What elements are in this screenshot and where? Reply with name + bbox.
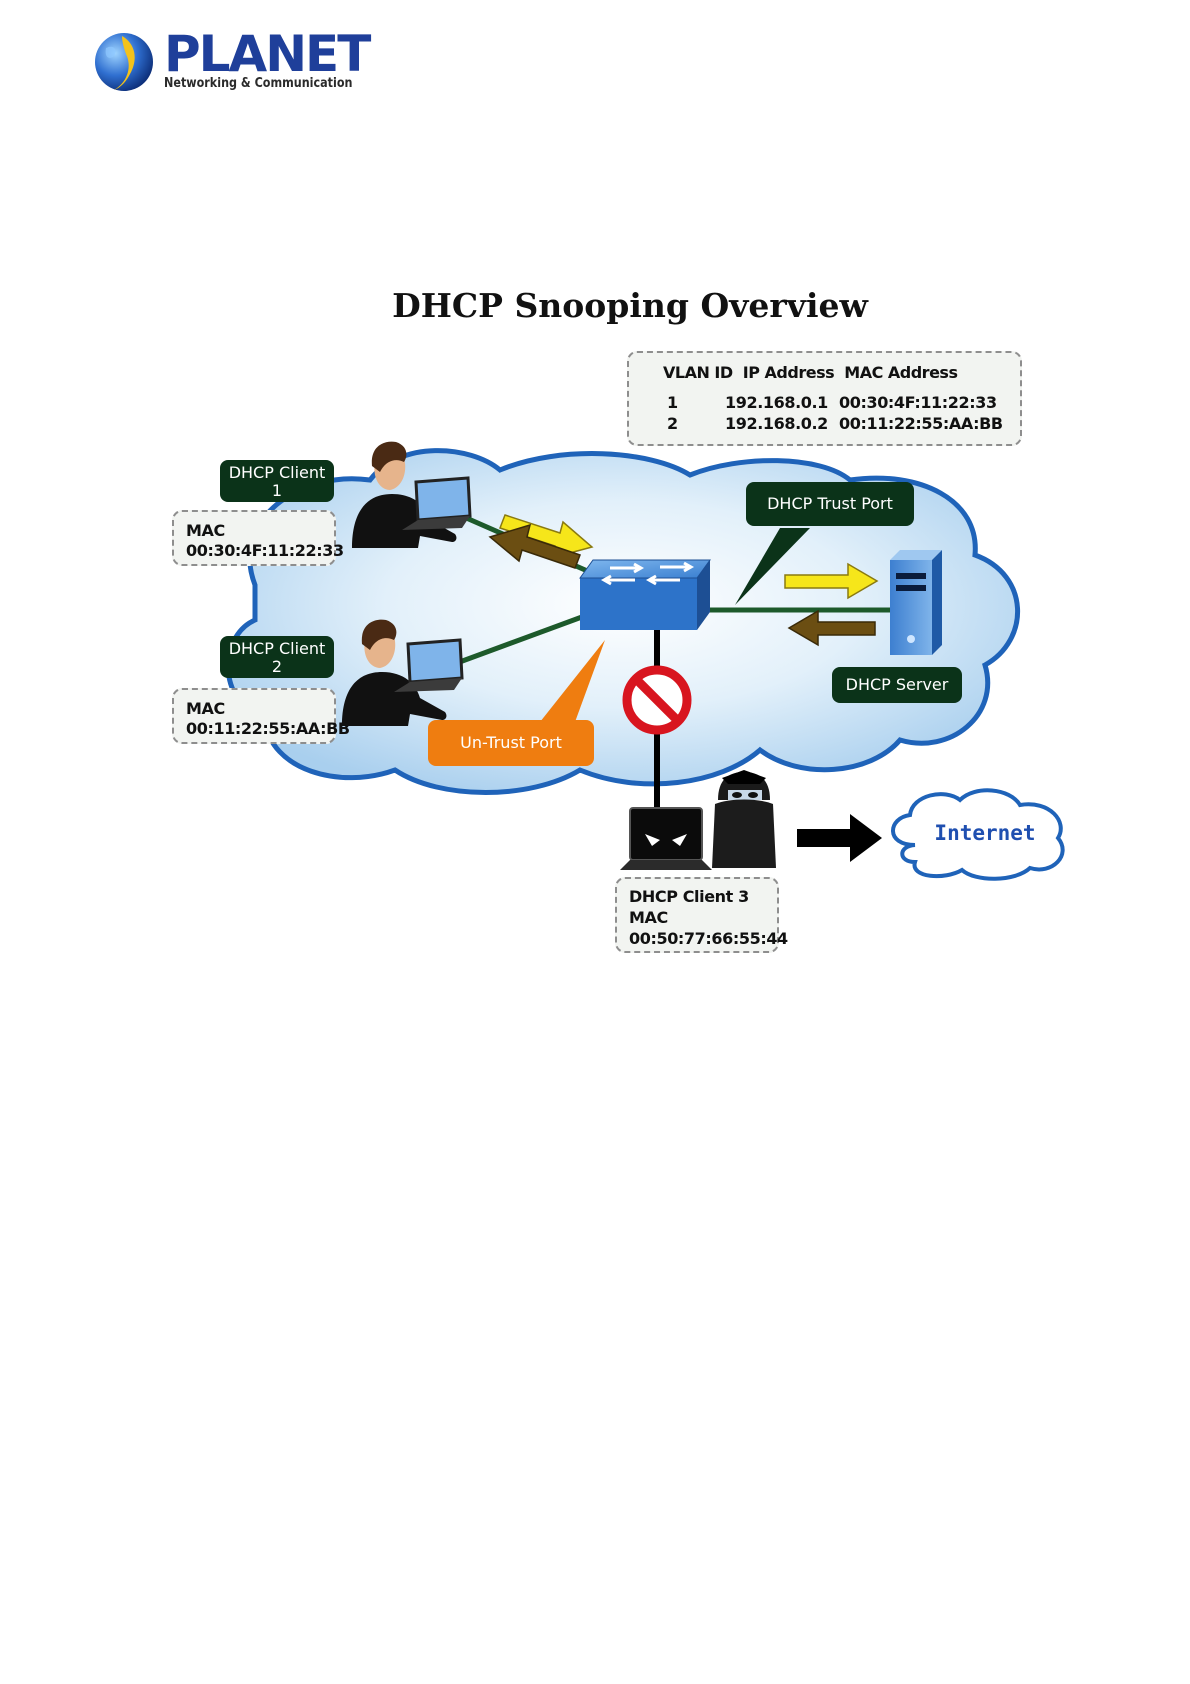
client3-mac-label: MAC	[629, 908, 668, 927]
planet-logo: PLANET Networking & Communication	[92, 24, 371, 96]
cell-vlan: 2	[667, 414, 678, 433]
arrow-reply-icon	[488, 523, 581, 569]
cell-ip: 192.168.0.1	[725, 393, 828, 412]
untrust-callout-tail	[540, 640, 605, 722]
user-icon	[352, 441, 457, 548]
header-ip-address: IP Address	[742, 363, 835, 382]
client2-mac-box: MAC 00:11:22:55:AA:BB	[172, 688, 350, 744]
cell-mac: 00:11:22:55:AA:BB	[839, 414, 1003, 433]
client2-label-line1: DHCP Client	[228, 639, 326, 658]
trust-callout-tail	[735, 528, 810, 605]
brand-tagline: Networking & Communication	[164, 76, 353, 91]
client2-label: DHCP Client 2	[220, 636, 334, 678]
client2-mac-label: MAC	[186, 699, 225, 718]
cell-ip: 192.168.0.2	[725, 414, 828, 433]
client3-box: DHCP Client 3 MAC 00:50:77:66:55:44	[615, 877, 788, 953]
binding-table: VLAN ID IP Address MAC Address 1 192.168…	[627, 351, 1022, 446]
trust-port-callout: DHCP Trust Port	[746, 482, 914, 526]
client1-label-line1: DHCP Client	[228, 463, 326, 482]
client1-mac-value: 00:30:4F:11:22:33	[186, 541, 344, 560]
brand-name: PLANET	[164, 25, 371, 83]
rogue-laptop-icon	[620, 807, 712, 870]
table-header: VLAN ID IP Address MAC Address	[663, 363, 958, 382]
header-mac-address: MAC Address	[844, 363, 958, 382]
cloud-icon	[891, 788, 1065, 881]
arrow-to-server-icon	[784, 562, 879, 600]
client1-label-line2: 1	[271, 481, 283, 500]
internet-label: Internet	[934, 821, 1036, 845]
client2-mac-value: 00:11:22:55:AA:BB	[186, 719, 350, 738]
client1-mac-box: MAC 00:30:4F:11:22:33	[172, 510, 344, 566]
globe-icon	[95, 33, 153, 91]
server-icon	[890, 550, 942, 655]
arrow-from-server-icon	[787, 609, 876, 647]
header-vlan-id: VLAN ID	[663, 363, 733, 382]
hacker-icon	[712, 770, 776, 868]
arrow-internet-icon	[797, 814, 882, 862]
user-icon	[342, 619, 447, 726]
no-entry-icon	[622, 665, 692, 735]
cell-mac: 00:30:4F:11:22:33	[839, 393, 997, 412]
client1-label: DHCP Client 1	[220, 460, 334, 502]
laptop-icon	[394, 638, 464, 692]
laptop-icon	[402, 476, 472, 530]
client3-label: DHCP Client 3	[629, 887, 749, 906]
cell-vlan: 1	[667, 393, 678, 412]
untrust-port-callout: Un-Trust Port	[428, 720, 594, 766]
client1-mac-label: MAC	[186, 521, 225, 540]
server-label: DHCP Server	[832, 667, 962, 703]
diagram-title: DHCP Snooping Overview	[392, 286, 868, 325]
client2-label-line2: 2	[271, 657, 283, 676]
switch-icon	[579, 559, 711, 630]
link-client2	[437, 611, 591, 673]
client3-mac-value: 00:50:77:66:55:44	[629, 929, 788, 948]
